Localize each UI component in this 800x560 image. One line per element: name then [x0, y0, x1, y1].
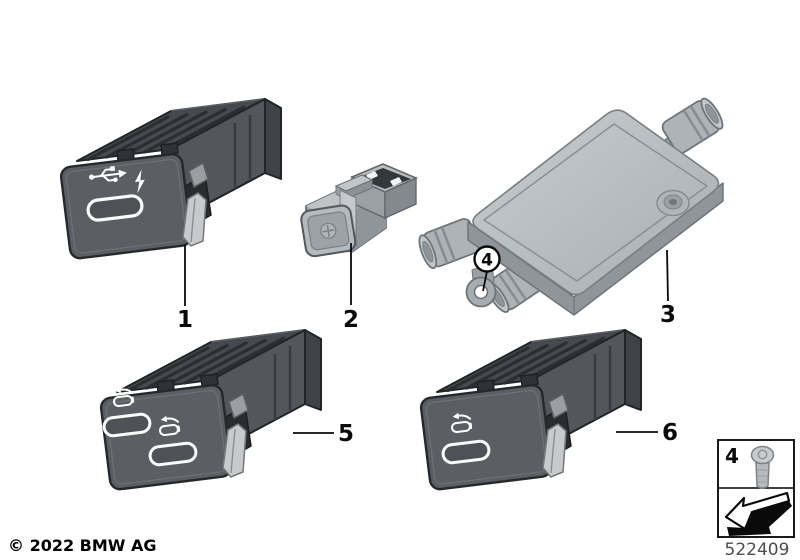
callout-5[interactable]: 5	[338, 421, 354, 447]
usb-c-port	[441, 439, 491, 465]
part-3-hub-module: 4	[414, 93, 728, 317]
usb-c-port	[86, 194, 144, 222]
legend-item-4[interactable]: 4	[725, 444, 775, 489]
part-1-usb-socket-single	[58, 97, 283, 261]
callout-1[interactable]: 1	[177, 307, 193, 333]
callout-6[interactable]: 6	[662, 420, 678, 446]
legend-ref: 4	[725, 444, 739, 468]
leader-line-3	[666, 249, 669, 302]
lightning-bolt-icon	[134, 169, 145, 194]
socket-housing	[418, 328, 643, 492]
callout-4[interactable]: 4	[481, 251, 493, 271]
part-2-adapter-connector	[300, 163, 418, 258]
direction-arrow-icon	[724, 491, 792, 536]
usb-c-port	[102, 412, 152, 438]
diagram-number: 522409	[725, 540, 790, 560]
mounting-eyelet	[465, 262, 497, 308]
socket-housing	[98, 328, 323, 492]
legend-box: 4	[717, 439, 795, 538]
leader-line-4	[482, 270, 488, 292]
connector-front-face	[300, 204, 357, 258]
callout-2[interactable]: 2	[343, 307, 359, 333]
part-5-usb-socket-double	[98, 328, 323, 492]
screw-icon	[750, 445, 775, 489]
part-6-usb-socket-single	[418, 328, 643, 492]
screw-boss	[656, 189, 690, 217]
callout-3[interactable]: 3	[660, 302, 676, 328]
usb-trident-icon	[89, 166, 127, 183]
copyright-text: © 2022 BMW AG	[8, 536, 157, 555]
callout-4-circle[interactable]	[473, 245, 501, 273]
usb-c-port	[148, 441, 198, 467]
